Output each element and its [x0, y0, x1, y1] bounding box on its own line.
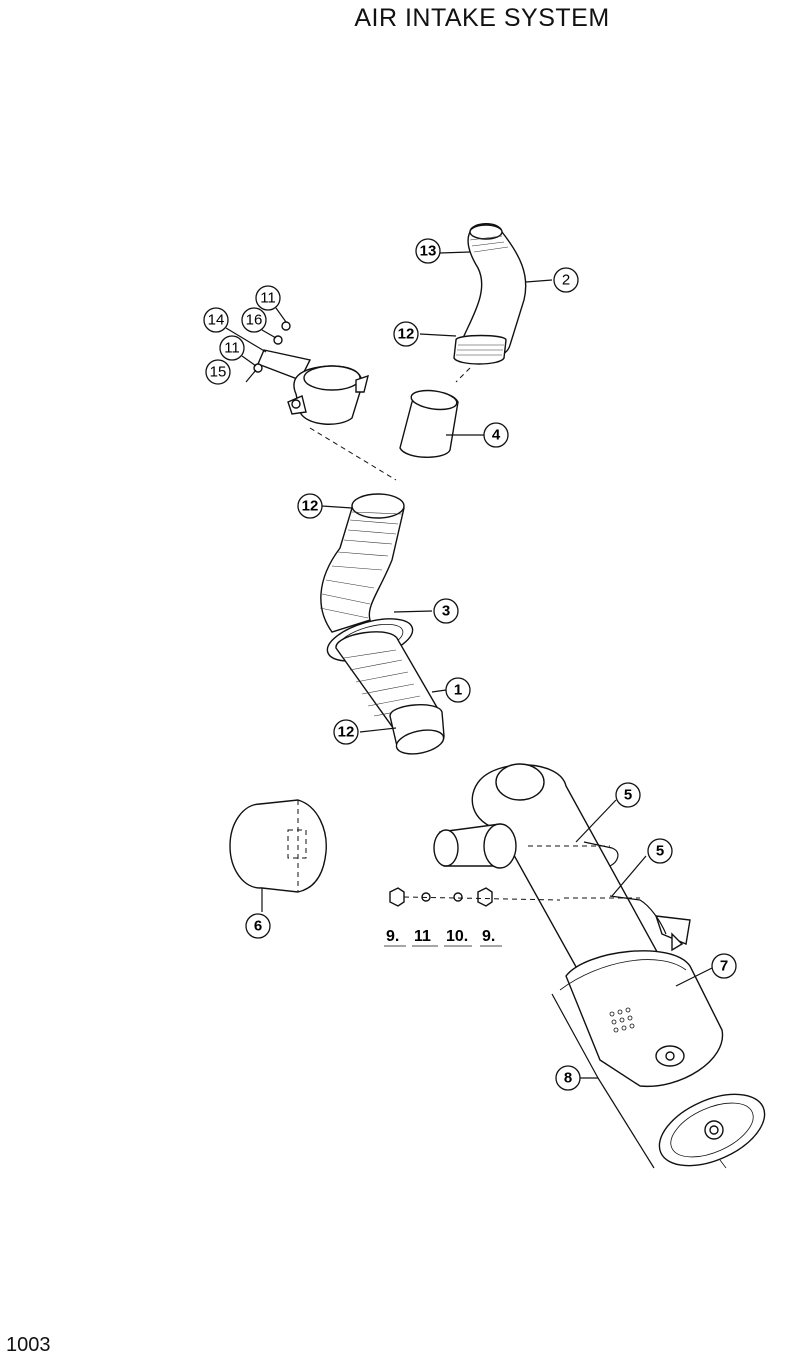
svg-text:2: 2: [562, 272, 570, 289]
label-11: 11: [414, 928, 431, 945]
hardware-labels: 9. 11 10. 9.: [384, 928, 502, 947]
svg-text:7: 7: [720, 958, 728, 975]
svg-text:12: 12: [338, 724, 355, 741]
callout-2: 2: [553, 267, 579, 293]
elbow-hose-upper: [453, 223, 527, 383]
callout-5-lower: 5: [647, 838, 673, 864]
svg-text:16: 16: [246, 312, 263, 329]
svg-text:12: 12: [398, 326, 415, 343]
callout-1: 1: [445, 677, 471, 703]
callout-4: 4: [483, 422, 509, 448]
page-number: 1003: [6, 1334, 51, 1356]
callout-12-upper: 12: [393, 321, 419, 347]
label-9-right: 9.: [482, 928, 495, 945]
svg-text:11: 11: [224, 340, 240, 357]
callout-6: 6: [245, 913, 271, 939]
fastener-hardware: [389, 887, 561, 907]
svg-text:12: 12: [302, 498, 319, 515]
callout-16: 16: [241, 307, 267, 333]
bracket-clamp: [245, 321, 397, 481]
straight-tube: [399, 389, 459, 458]
svg-text:5: 5: [656, 843, 664, 860]
svg-text:8: 8: [564, 1070, 572, 1087]
mounting-bands: [528, 841, 667, 935]
svg-text:4: 4: [492, 427, 501, 444]
precleaner-cap: [229, 799, 327, 912]
callout-14: 14: [203, 307, 229, 333]
callout-12-lower: 12: [333, 719, 359, 745]
callout-12-middle: 12: [297, 493, 323, 519]
callout-8: 8: [555, 1065, 581, 1091]
callout-15: 15: [205, 359, 231, 385]
callout-3: 3: [433, 598, 459, 624]
svg-text:11: 11: [260, 290, 276, 307]
air-cleaner-housing: [433, 763, 724, 1088]
vent-holes: [609, 1007, 635, 1033]
elbow-hose-lower: [319, 493, 405, 633]
callout-13: 13: [415, 238, 441, 264]
page-title: AIR INTAKE SYSTEM: [354, 4, 610, 32]
svg-text:1: 1: [454, 682, 462, 699]
svg-text:5: 5: [624, 787, 632, 804]
svg-text:14: 14: [208, 312, 225, 329]
callout-7: 7: [711, 953, 737, 979]
callout-11-top: 11: [255, 285, 281, 311]
end-cover: [658, 1093, 766, 1169]
label-9-left: 9.: [386, 928, 399, 945]
callout-11-mid: 11: [219, 335, 245, 361]
leader-lines: [225, 251, 713, 1169]
svg-text:13: 13: [420, 243, 437, 260]
svg-text:3: 3: [442, 603, 450, 620]
callout-5-upper: 5: [615, 782, 641, 808]
intake-hose: [335, 631, 445, 755]
label-10: 10.: [446, 928, 468, 945]
svg-text:6: 6: [254, 918, 262, 935]
svg-text:15: 15: [210, 364, 227, 381]
